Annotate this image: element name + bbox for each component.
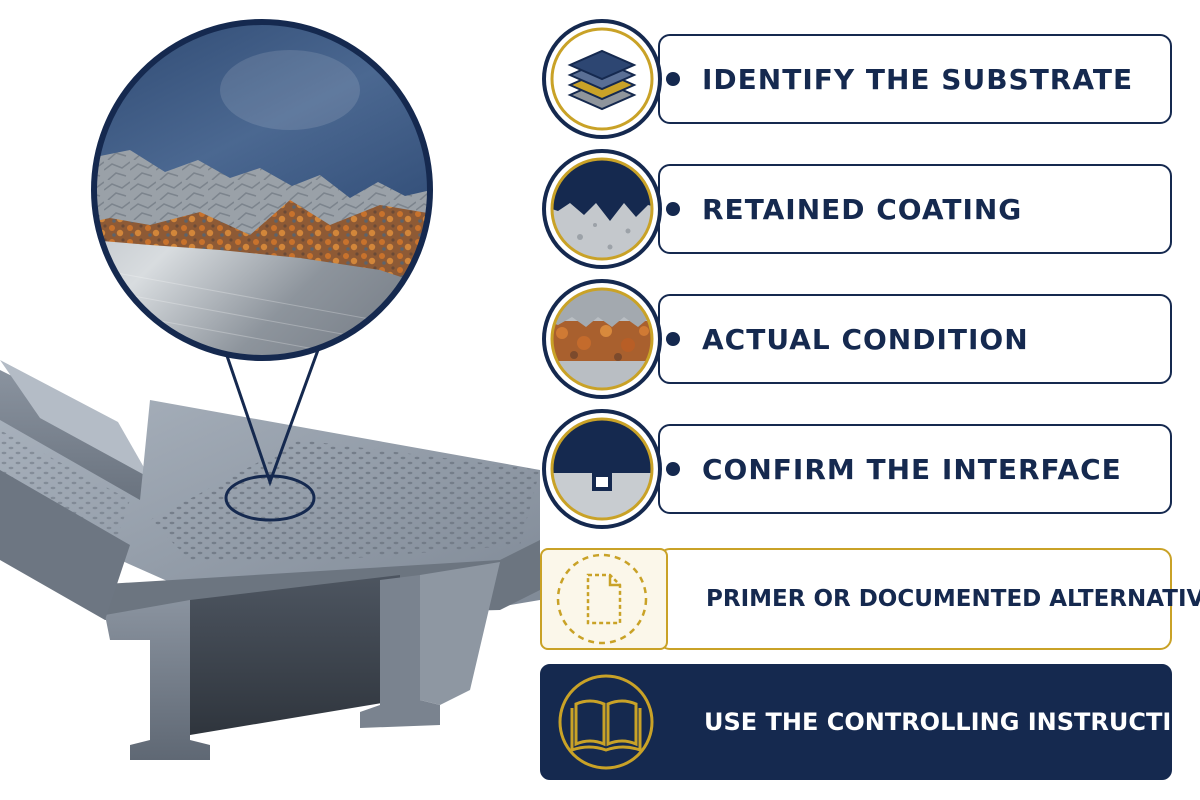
- magnifier-ring: [91, 19, 433, 361]
- substrate-layers-icon: [542, 19, 662, 139]
- retained-coating-icon: [542, 149, 662, 269]
- step-label: IDENTIFY THE SUBSTRATE: [702, 62, 1134, 96]
- step-card: [658, 164, 1172, 254]
- bullet-dot: [666, 72, 680, 86]
- step-card: [658, 294, 1172, 384]
- blue-coating-layer: [94, 22, 430, 198]
- step-primer-alternative: PRIMER OR DOCUMENTED ALTERNATIVE: [540, 548, 1200, 650]
- step-card: [540, 664, 1172, 780]
- interface-profile-icon: [542, 409, 662, 529]
- step-label: CONFIRM THE INTERFACE: [702, 452, 1122, 486]
- document-icon: [556, 553, 648, 645]
- bullet-dot: [666, 332, 680, 346]
- step-label: RETAINED COATING: [702, 192, 1023, 226]
- bullet-dot: [666, 462, 680, 476]
- beam-channel: [190, 575, 400, 735]
- step-card: [658, 548, 1172, 650]
- magnified-detail: [94, 22, 430, 358]
- magnifier-target-ring: [224, 474, 316, 522]
- steel-deck-illustration: [0, 19, 540, 760]
- step-card: [658, 34, 1172, 124]
- step-label: ACTUAL CONDITION: [702, 322, 1029, 356]
- step-controlling-instructions: USE THE CONTROLLING INSTRUCTIONS: [540, 664, 1200, 780]
- magnifier-pointer: [223, 349, 320, 487]
- rusty-surface-icon: [542, 279, 662, 399]
- step-retained-coating: RETAINED COATING: [540, 149, 1172, 269]
- step-actual-condition: ACTUAL CONDITION: [540, 279, 1172, 399]
- step-label: PRIMER OR DOCUMENTED ALTERNATIVE: [706, 586, 1200, 612]
- step-card: [658, 424, 1172, 514]
- bullet-dot: [666, 202, 680, 216]
- step-confirm-interface: CONFIRM THE INTERFACE: [540, 409, 1172, 529]
- beam-leg-left: [105, 600, 210, 760]
- step-identify-substrate: IDENTIFY THE SUBSTRATE: [540, 19, 1172, 139]
- step-label: USE THE CONTROLLING INSTRUCTIONS: [704, 708, 1200, 736]
- open-book-icon: [558, 674, 654, 770]
